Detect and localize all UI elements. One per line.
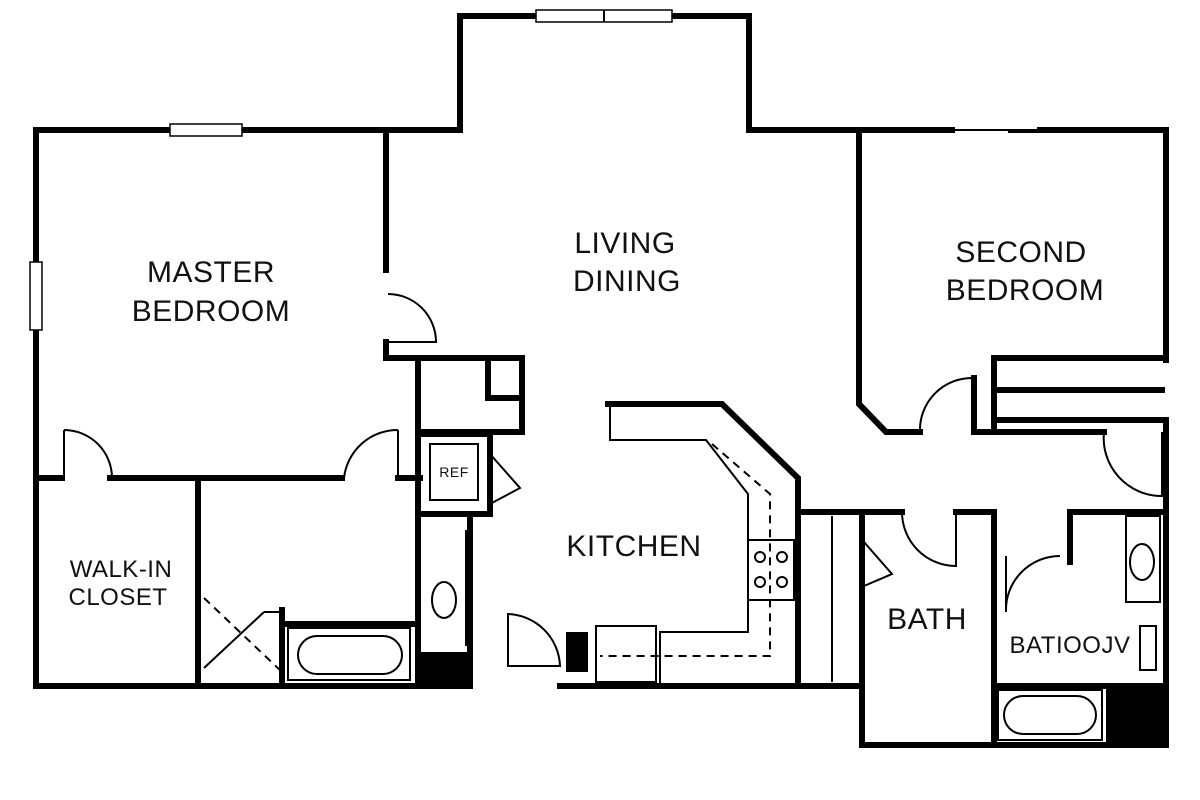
kitchen-counters (566, 401, 801, 689)
closet-label-line2: CLOSET (68, 584, 167, 611)
second-label-line1: SECOND (955, 236, 1086, 269)
doors (63, 131, 1163, 682)
living-label-line1: LIVING (574, 227, 675, 260)
fixtures (287, 443, 1164, 744)
bath-label: BATH (887, 603, 967, 636)
bathtub-icon (287, 627, 411, 681)
master-label-line1: MASTER (147, 256, 275, 289)
kitchen-label: KITCHEN (566, 530, 701, 563)
room-labels: LIVING DINING MASTER BEDROOM SECOND BEDR… (68, 227, 1131, 659)
bathtub-icon (997, 689, 1103, 741)
second-label-line2: BEDROOM (946, 274, 1105, 307)
master-label-line2: BEDROOM (132, 295, 291, 328)
windows (29, 9, 1040, 331)
toilet-icon (431, 581, 457, 619)
walls (33, 13, 1169, 748)
toilet-icon (1129, 543, 1155, 581)
refrigerator-icon (429, 443, 479, 501)
closet-label-line1: WALK-IN (70, 556, 173, 583)
bathroom-label: BATIOOJV (1010, 632, 1131, 659)
stove-icon (747, 539, 795, 601)
ref-label: REF (439, 464, 469, 480)
living-label-line2: DINING (573, 265, 681, 298)
